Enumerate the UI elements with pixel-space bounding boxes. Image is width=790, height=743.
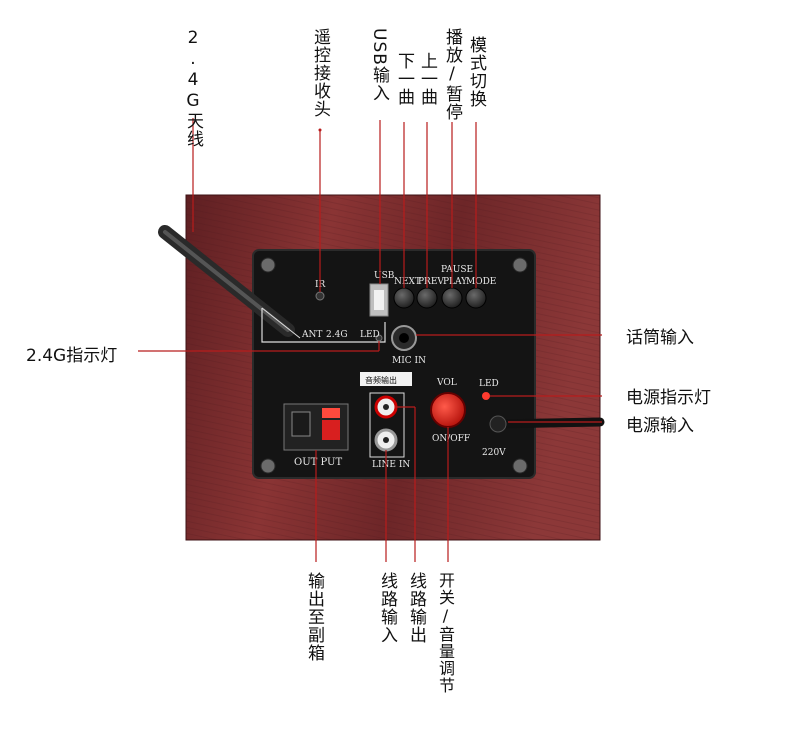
label-play-pause: 播放/暂停 [442, 28, 462, 121]
prev-button [416, 287, 438, 309]
label-prev-track: 上一曲 [417, 52, 437, 106]
label-usb-input: USB输入 [369, 28, 389, 102]
mode-button [465, 287, 487, 309]
control-buttons [393, 287, 487, 309]
label-power-volume: 开关/音量调节 [436, 572, 455, 694]
leader-lines [138, 118, 602, 562]
panel-ant-freq: 2.4G [326, 330, 348, 340]
panel-mic-in: MIC IN [392, 356, 426, 366]
antenna [158, 225, 295, 337]
label-power-indicator: 电源指示灯 [626, 388, 711, 408]
play-button [441, 287, 463, 309]
label-ir-receiver: 遥控接收头 [310, 28, 330, 118]
panel-led: LED [360, 330, 380, 340]
panel-vol: VOL [436, 378, 457, 388]
ant-frame [261, 308, 386, 343]
panel-audio-out: 音频输出 [365, 375, 397, 385]
ir-receiver [315, 291, 325, 301]
panel-prev: PREV [418, 277, 444, 287]
label-next-track: 下一曲 [394, 52, 414, 106]
power-led [482, 392, 490, 400]
panel-voltage: 220V [482, 448, 506, 458]
next-button [393, 287, 415, 309]
panel-output: OUT PUT [294, 457, 342, 468]
panel-pause: PAUSE [441, 265, 473, 275]
label-line-output: 线路输出 [406, 572, 426, 644]
panel-usb: USB [374, 271, 395, 281]
panel-next: NEXT [394, 277, 421, 287]
panel-play: PLAY [443, 277, 468, 287]
speaker-terminal [283, 403, 349, 451]
label-indicator-24g: 2.4G指示灯 [26, 346, 118, 366]
volume-knob [430, 392, 466, 428]
label-speaker-output: 输出至副箱 [304, 572, 324, 662]
label-mode-switch: 模式切换 [466, 36, 486, 108]
label-line-input: 线路输入 [377, 572, 397, 644]
label-mic-input: 话筒输入 [626, 328, 694, 348]
panel-ant: ANT [301, 330, 322, 340]
label-power-input: 电源输入 [626, 416, 694, 436]
panel-led2: LED [479, 379, 499, 389]
panel-line-in: LINE IN [372, 460, 410, 470]
panel-on-off: ON/OFF [432, 434, 470, 444]
panel-screws [260, 257, 528, 474]
panel-mode: MODE [466, 277, 496, 287]
audio-out-box [360, 372, 412, 386]
label-antenna: 2.4G天线 [183, 28, 203, 148]
